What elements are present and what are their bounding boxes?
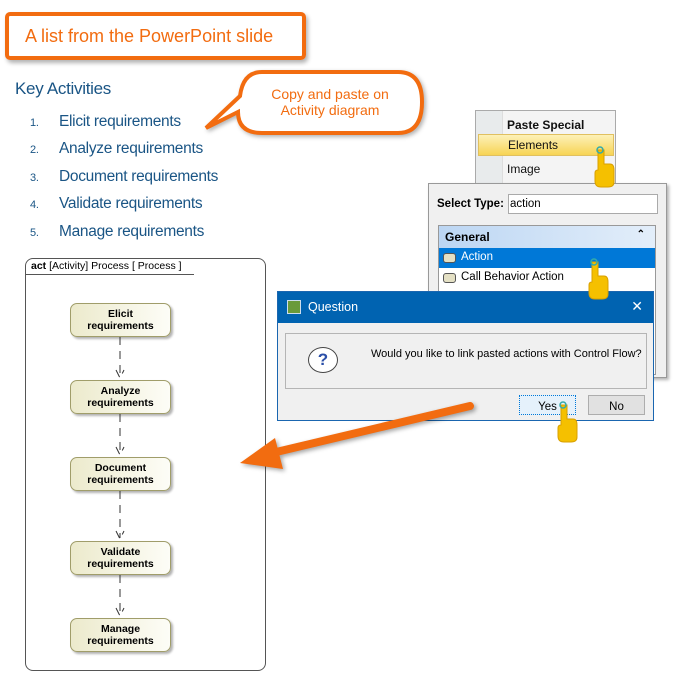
action-icon <box>443 253 456 263</box>
list-item: 3. Document requirements <box>30 168 218 186</box>
item-label: Action <box>461 251 493 263</box>
node-label: Analyze <box>100 385 141 397</box>
close-icon[interactable]: ✕ <box>631 298 643 314</box>
group-header[interactable]: General ⌃ <box>439 226 655 248</box>
list-label: Validate requirements <box>59 195 203 212</box>
title-box: A list from the PowerPoint slide <box>5 12 306 60</box>
node-label: requirements <box>87 397 154 409</box>
list-label: Analyze requirements <box>59 140 203 157</box>
dialog-content: ? Would you like to link pasted actions … <box>285 333 647 389</box>
node-label: Document <box>94 462 147 474</box>
diagram-frame-tab: act [Activity] Process [ Process ] <box>26 259 194 275</box>
frame-keyword: act <box>31 260 47 272</box>
node-label: requirements <box>87 474 154 486</box>
paste-special-menu: Paste Special Elements Image <box>475 110 616 186</box>
callout-line: Copy and paste on <box>271 86 389 102</box>
list-number: 2. <box>30 144 39 156</box>
list-number: 5. <box>30 227 39 239</box>
list-label: Document requirements <box>59 168 219 185</box>
list-item: 2. Analyze requirements <box>30 140 203 158</box>
select-type-input[interactable] <box>508 194 658 214</box>
collapse-icon[interactable]: ⌃ <box>636 229 645 240</box>
key-activities-heading: Key Activities <box>15 79 111 98</box>
node-label: requirements <box>87 635 154 647</box>
list-item: 1. Elicit requirements <box>30 113 181 131</box>
node-label: Validate <box>100 546 141 558</box>
node-label: requirements <box>87 320 154 332</box>
action-icon <box>443 273 456 283</box>
dialog-title: Question <box>308 300 359 314</box>
list-item-action[interactable]: Action <box>439 248 655 268</box>
question-dialog: Question ✕ ? Would you like to link past… <box>277 291 654 421</box>
list-number: 4. <box>30 199 39 211</box>
node-label: requirements <box>87 558 154 570</box>
menu-item-image[interactable]: Image <box>507 162 541 176</box>
frame-name: [Activity] Process [ Process ] <box>49 260 182 272</box>
group-label: General <box>445 230 490 244</box>
app-icon <box>287 300 301 314</box>
item-label: Call Behavior Action <box>461 271 564 283</box>
no-button[interactable]: No <box>588 395 645 415</box>
yes-button[interactable]: Yes <box>519 395 576 415</box>
list-label: Elicit requirements <box>59 113 181 130</box>
question-icon: ? <box>308 347 338 373</box>
select-type-label: Select Type: <box>437 198 504 210</box>
list-item-call-behavior-action[interactable]: Call Behavior Action <box>439 268 655 288</box>
menu-header: Paste Special <box>507 118 585 132</box>
callout-line: Activity diagram <box>280 102 380 118</box>
menu-item-elements[interactable]: Elements <box>478 134 614 156</box>
node-label: Manage <box>100 623 141 635</box>
list-label: Manage requirements <box>59 223 205 240</box>
list-item: 5. Manage requirements <box>30 223 204 241</box>
dialog-title-bar: Question ✕ <box>278 292 653 323</box>
list-number: 3. <box>30 172 39 184</box>
activity-diagram-frame: act [Activity] Process [ Process ] Elici… <box>25 258 266 671</box>
list-number: 1. <box>30 117 39 129</box>
list-item: 4. Validate requirements <box>30 195 203 213</box>
node-label: Elicit <box>107 308 134 320</box>
dialog-message: Would you like to link pasted actions wi… <box>371 348 642 360</box>
